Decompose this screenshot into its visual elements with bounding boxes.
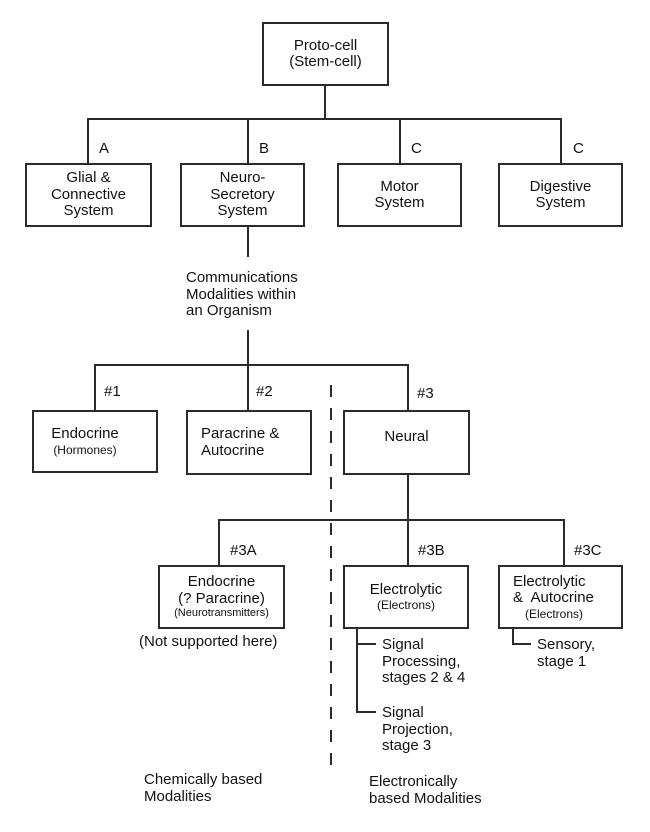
branch-tag-c2: C <box>573 140 584 157</box>
stem-cell-label: (Stem-cell) <box>289 53 362 70</box>
modality-tag-1: #1 <box>104 383 121 400</box>
drop-line-3c <box>563 519 565 565</box>
sigproj-line2: Projection, <box>382 720 453 738</box>
elec-line1: Electronically <box>369 773 458 790</box>
glial-connective-system-box: Glial & Connective System <box>25 163 152 227</box>
sigproj-line3: stage 3 <box>382 737 432 754</box>
motor-line2: System <box>374 194 425 211</box>
root-stem-line <box>324 86 326 118</box>
digestive-line1: Digestive <box>529 177 592 195</box>
neuro-line1: Neuro- <box>219 169 266 187</box>
branch-tag-b: B <box>259 140 270 157</box>
drop-line-3 <box>407 364 409 410</box>
level3-bus-line <box>218 519 565 521</box>
drop-line-1 <box>94 364 96 410</box>
neural-box: Neural <box>343 410 470 475</box>
endocrine-label: Endocrine <box>51 425 119 443</box>
drop-line-c1 <box>399 118 401 163</box>
electrolytic-label: Electrolytic <box>369 580 443 598</box>
sensory-line2: stage 1 <box>537 652 587 670</box>
digestive-system-box: Digestive System <box>498 163 623 227</box>
drop-line-b <box>247 118 249 163</box>
sigproj-line1: Signal <box>382 704 424 721</box>
sensory-elbow-vline <box>512 629 514 645</box>
glial-line1: Glial & <box>66 169 111 187</box>
modality-tag-3b: #3B <box>418 542 445 559</box>
neural-stem-line <box>407 475 409 519</box>
chem-line1: Chemically based <box>144 771 263 788</box>
comm-line3: an Organism <box>186 302 272 319</box>
drop-line-2 <box>247 364 249 410</box>
neuro-secretory-system-box: Neuro- Secretory System <box>180 163 305 227</box>
signal-projection-tick-line <box>356 711 376 713</box>
electrolytic-box: Electrolytic (Electrons) <box>343 565 469 629</box>
drop-line-c2 <box>560 118 562 163</box>
drop-line-3a <box>218 519 220 565</box>
hormones-label: (Hormones) <box>53 442 117 457</box>
communications-modalities-label: Communications Modalities within an Orga… <box>186 269 298 320</box>
modality-tag-3c: #3C <box>574 542 602 559</box>
sigproc-line1: Signal <box>382 636 424 653</box>
sensory-line1: Sensory, <box>537 636 596 653</box>
elec-line2: based Modalities <box>369 789 482 807</box>
proto-cell-label: Proto-cell <box>293 36 358 54</box>
electrons-label-3c: (Electrons) <box>525 606 584 621</box>
comm-line1: Communications <box>186 269 298 286</box>
branch-tag-c1: C <box>411 140 422 157</box>
paracrine-autocrine-box: Paracrine & Autocrine <box>186 410 312 475</box>
comm-to-bus-line <box>247 330 249 364</box>
signal-processing-tick-line <box>356 643 376 645</box>
branch-tag-a: A <box>99 140 110 157</box>
chemically-based-label: Chemically based Modalities <box>144 771 263 805</box>
glial-line3: System <box>63 202 114 220</box>
motor-system-box: Motor System <box>337 163 462 227</box>
electro-auto-line2: & Autocrine <box>513 589 594 606</box>
motor-line1: Motor <box>380 177 419 195</box>
drop-line-3b <box>407 519 409 565</box>
sensory-note: Sensory, stage 1 <box>537 636 596 670</box>
neuro-to-comm-line <box>247 227 249 257</box>
comm-line2: Modalities within <box>186 285 297 303</box>
endocrine-paracrine-box: Endocrine (? Paracrine) (Neurotransmitte… <box>158 565 285 629</box>
sensory-elbow-hline <box>512 643 531 645</box>
not-supported-note: (Not supported here) <box>139 633 278 650</box>
neuro-line2: Secretory <box>210 185 275 203</box>
neurotransmitters-label: (Neurotransmitters) <box>174 607 269 619</box>
sigproc-line2: Processing, <box>382 652 461 670</box>
electro-auto-line1: Electrolytic <box>513 572 586 590</box>
sigproc-line3: stages 2 & 4 <box>382 669 466 686</box>
electrolytic-bracket-line <box>356 629 358 713</box>
endocrine2-line2: (? Paracrine) <box>178 589 265 607</box>
proto-cell-box: Proto-cell (Stem-cell) <box>262 22 389 86</box>
chem-line2: Modalities <box>144 787 212 805</box>
modality-tag-3a: #3A <box>230 542 257 559</box>
paracrine-line2: Autocrine <box>201 441 265 459</box>
neuro-line3: System <box>217 202 268 220</box>
chemical-electronic-divider-line <box>330 385 332 773</box>
electronically-based-label: Electronically based Modalities <box>369 773 482 807</box>
level2-bus-line <box>94 364 409 366</box>
endocrine2-line1: Endocrine <box>187 573 256 590</box>
signal-projection-note: Signal Projection, stage 3 <box>382 704 453 755</box>
modality-tag-2: #2 <box>256 383 273 400</box>
glial-line2: Connective <box>50 185 127 203</box>
paracrine-line1: Paracrine & <box>201 425 280 442</box>
signal-processing-note: Signal Processing, stages 2 & 4 <box>382 636 466 687</box>
drop-line-a <box>87 118 89 163</box>
electrolytic-autocrine-box: Electrolytic & Autocrine (Electrons) <box>498 565 623 629</box>
level1-bus-line <box>87 118 562 120</box>
modality-tag-3: #3 <box>417 385 434 402</box>
neural-label: Neural <box>384 428 429 446</box>
electrons-label-3b: (Electrons) <box>376 598 435 613</box>
digestive-line2: System <box>535 194 586 211</box>
endocrine-hormones-box: Endocrine (Hormones) <box>32 410 158 473</box>
